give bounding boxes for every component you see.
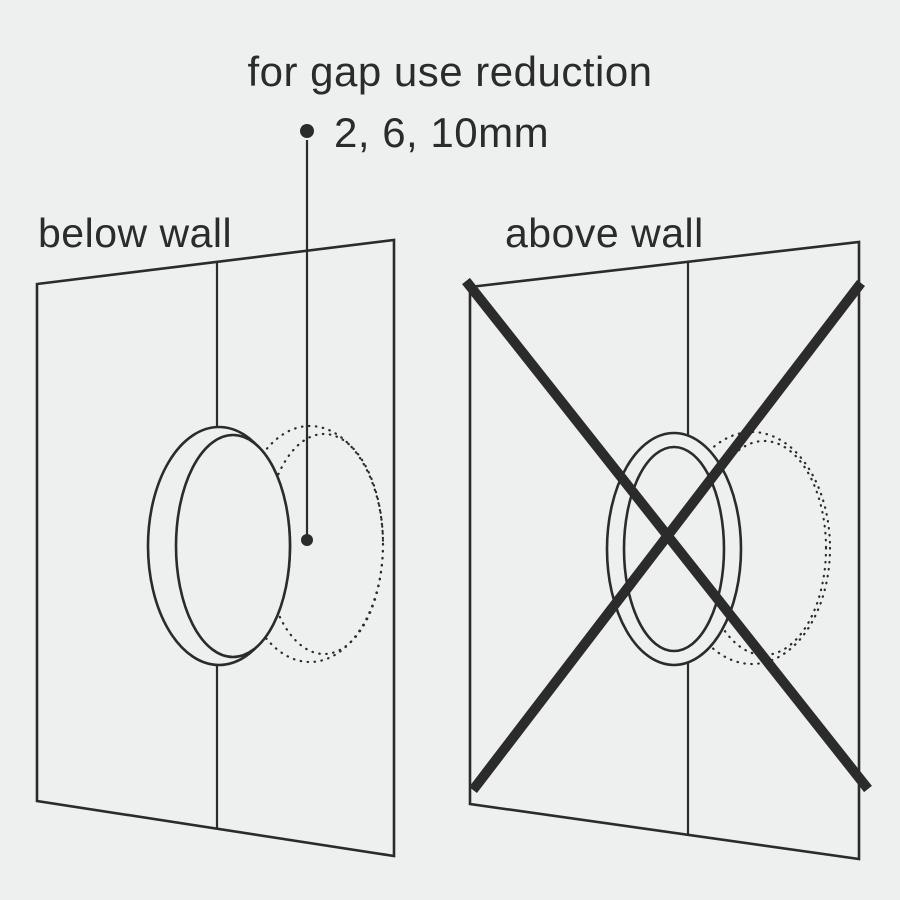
annotation-line2: 2, 6, 10mm — [334, 109, 549, 156]
annotation-line1: for gap use reduction — [247, 48, 652, 95]
prohibition-cross — [462, 277, 872, 794]
knob-projection-face-right — [700, 439, 828, 657]
knob-projection-face-left — [263, 432, 385, 656]
leader-end-dot — [301, 534, 313, 546]
below-wall-label: below wall — [38, 210, 232, 256]
wall-plate-right — [468, 240, 861, 861]
cross-stroke-2 — [469, 279, 865, 794]
below-wall-panel: below wall — [35, 210, 396, 858]
gap-reduction-annotation: for gap use reduction 2, 6, 10mm — [247, 48, 652, 546]
above-wall-label: above wall — [505, 210, 704, 256]
knob-face-left — [174, 433, 292, 659]
above-wall-panel: above wall — [462, 210, 872, 861]
wall-plate-left — [35, 238, 396, 858]
leader-start-dot — [300, 124, 314, 138]
